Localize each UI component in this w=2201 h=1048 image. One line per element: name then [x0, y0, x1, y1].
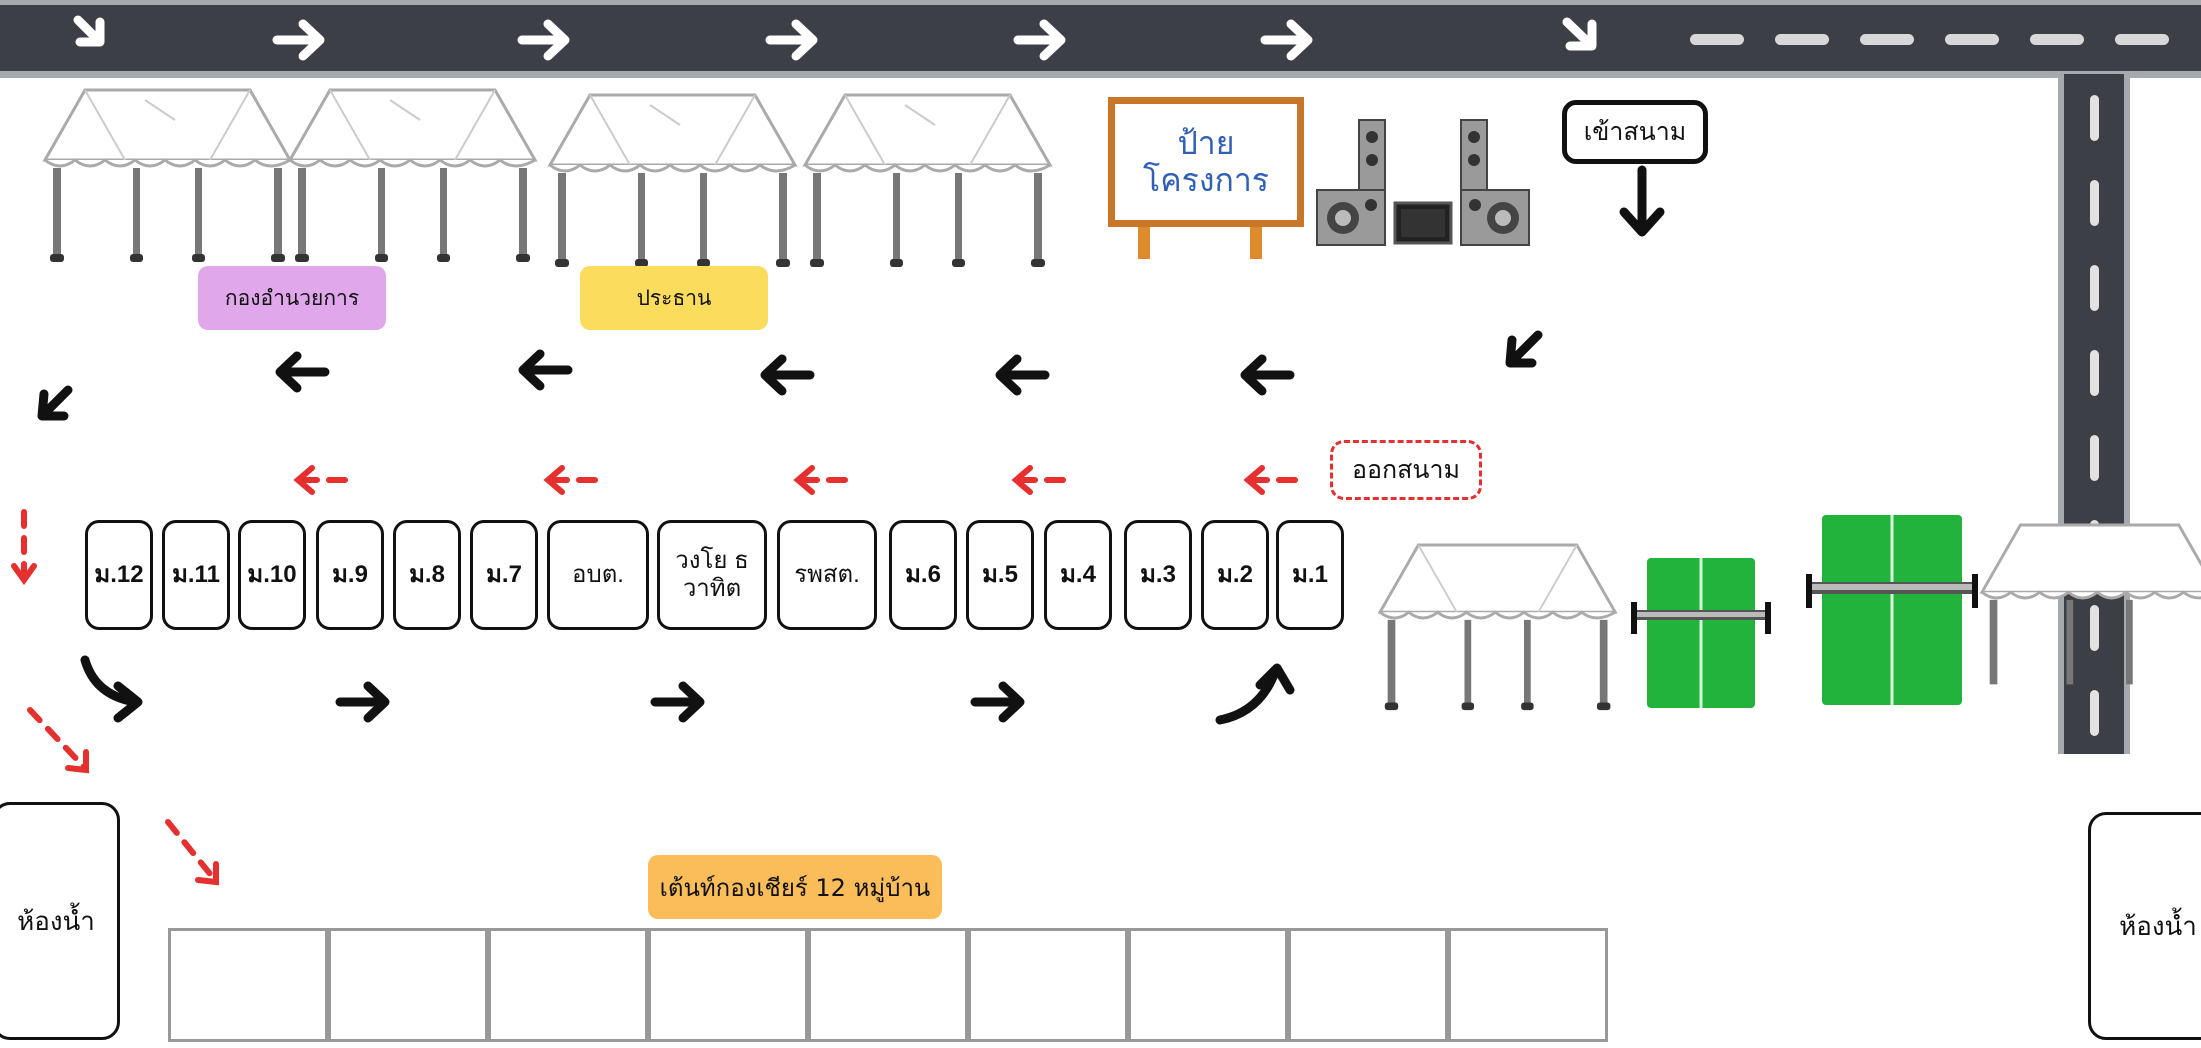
road-dash	[2090, 350, 2099, 396]
road-dash	[1860, 34, 1914, 45]
project-sign-line2: โครงการ	[1143, 161, 1269, 199]
road-dash	[2030, 34, 2084, 45]
arrow-left-icon	[275, 351, 330, 393]
tent-icon	[1979, 523, 2201, 685]
arrow-down-right-icon	[73, 15, 105, 47]
road-dash	[1775, 34, 1829, 45]
arrow-right-icon	[650, 681, 705, 723]
cheer-tent-slot	[168, 928, 328, 1042]
arrow-down-left-icon	[1505, 330, 1543, 368]
road-dash	[2090, 605, 2099, 651]
cheer-tent-slot	[328, 928, 488, 1042]
team-box: ม.4	[1044, 520, 1112, 630]
team-box: ม.5	[966, 520, 1034, 630]
arrow-curve-up-icon	[1215, 663, 1295, 725]
restroom-left: ห้องน้ำ	[0, 802, 120, 1040]
arrow-left-icon	[760, 354, 815, 396]
arrow-right-icon	[1013, 19, 1066, 61]
arrow-left-icon	[1240, 354, 1295, 396]
team-box: อบต.	[547, 520, 649, 630]
cheer-tent-slot	[488, 928, 648, 1042]
team-box: ม.1	[1276, 520, 1344, 630]
road-dash	[1690, 34, 1744, 45]
road-dash	[2090, 435, 2099, 481]
road-dash	[2090, 95, 2099, 141]
project-sign-line1: ป้าย	[1177, 124, 1235, 163]
road-dash	[1945, 34, 1999, 45]
right-area	[1377, 515, 2201, 711]
tv-icon	[1393, 201, 1453, 245]
red-arrow-left-icon	[1010, 465, 1066, 495]
table-tennis-table-icon	[1631, 558, 1771, 708]
table-tennis-table-icon	[1806, 515, 1978, 705]
cheer-tent-slot	[1128, 928, 1288, 1042]
sound-system	[1316, 119, 1530, 246]
cheer-tent-slot	[1288, 928, 1448, 1042]
arrow-down-left-icon	[37, 385, 73, 421]
road-dash	[2090, 690, 2099, 736]
team-box: ม.2	[1201, 520, 1269, 630]
arrow-down-right-icon	[1562, 17, 1597, 51]
arrow-right-icon	[335, 681, 390, 723]
speaker-icon	[1316, 119, 1386, 246]
tent-icon	[1377, 543, 1618, 711]
red-arrow-down-right-icon	[165, 819, 219, 886]
arrow-right-icon	[970, 681, 1025, 723]
restroom-right: ห้องน้ำ	[2088, 812, 2201, 1040]
team-box: ม.12	[85, 520, 153, 630]
arrow-left-icon	[518, 349, 573, 391]
chairman-label: ประธาน	[580, 266, 768, 330]
sign-leg	[1250, 227, 1262, 259]
speaker-icon	[1460, 119, 1530, 246]
team-box: ม.11	[162, 520, 230, 630]
sign-leg	[1138, 227, 1150, 259]
arrow-curve-right-icon	[80, 655, 143, 723]
red-arrow-down-icon	[11, 509, 37, 586]
cheer-tents-label: เต้นท์กองเชียร์ 12 หมู่บ้าน	[648, 855, 942, 919]
project-sign: ป้าย โครงการ	[1108, 97, 1304, 227]
arrow-right-icon	[272, 19, 325, 61]
cheer-tent-slot	[968, 928, 1128, 1042]
red-arrow-left-icon	[542, 465, 598, 495]
red-arrow-down-right-icon	[27, 707, 89, 774]
team-box: ม.8	[393, 520, 461, 630]
team-box: ม.7	[470, 520, 538, 630]
team-box: ม.6	[889, 520, 957, 630]
team-box: รพสต.	[777, 520, 877, 630]
arrow-right-icon	[765, 19, 818, 61]
team-box: วงโย ธวาทิต	[657, 520, 767, 630]
enter-label: เข้าสนาม	[1562, 100, 1708, 164]
road-arrows	[73, 15, 1597, 61]
arrow-right-icon	[1260, 19, 1313, 61]
road-horizontal	[0, 0, 2201, 78]
cheer-tent-slot	[648, 928, 808, 1042]
team-box: ม.3	[1124, 520, 1192, 630]
road-dash	[2090, 265, 2099, 311]
arrow-right-icon	[517, 19, 570, 61]
arrow-left-icon	[995, 354, 1050, 396]
team-box: ม.10	[238, 520, 306, 630]
road-dash	[2115, 34, 2169, 45]
red-arrow-left-icon	[792, 465, 848, 495]
arrow-down-icon	[1619, 165, 1665, 237]
red-arrow-left-icon	[292, 465, 348, 495]
cheer-tent-slot	[808, 928, 968, 1042]
team-box: ม.9	[316, 520, 384, 630]
exit-label: ออกสนาม	[1330, 440, 1482, 500]
road-dash	[2090, 180, 2099, 226]
committee-label: กองอำนวยการ	[198, 266, 386, 330]
cheer-tent-slot	[1448, 928, 1608, 1042]
red-arrow-left-icon	[1242, 465, 1298, 495]
